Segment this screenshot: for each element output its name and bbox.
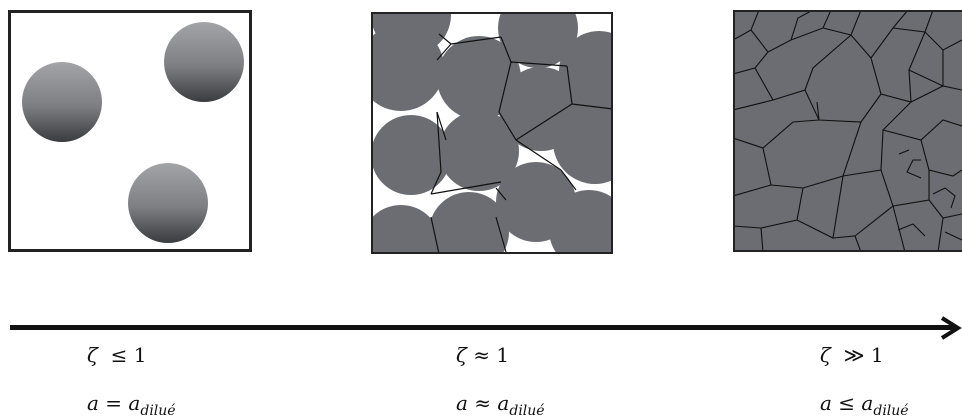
sphere [164,22,244,102]
a-label: a ≤ adilué [820,393,909,418]
a-label: a = adilué [87,393,176,418]
arrow-right-icon [940,316,962,340]
compressed-panel [733,10,962,252]
zeta-label: ζ ≈ 1 [456,345,509,365]
zeta-label: ζ ≤ 1 [87,345,146,365]
a-label: a ≈ adilué [456,393,545,418]
sphere [128,163,208,243]
touching-panel [371,12,613,254]
dilute-panel [8,10,252,252]
particle [371,115,451,195]
axis-line [10,325,954,330]
zeta-label: ζ ≫ 1 [820,345,884,365]
sphere [22,62,102,142]
